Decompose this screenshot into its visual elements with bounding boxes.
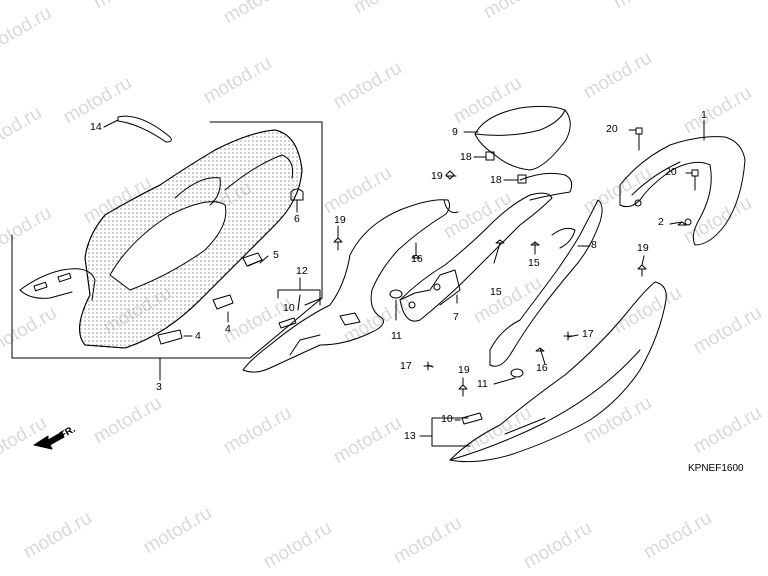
part-label-4: 4 — [195, 330, 201, 342]
part-label-10: 10 — [441, 413, 453, 425]
left-side-cover — [242, 199, 459, 373]
part-label-9: 9 — [452, 126, 458, 138]
rear-center-bracket — [399, 172, 573, 322]
bolt — [333, 127, 699, 397]
rubber-grommet — [389, 289, 524, 378]
part-label-19: 19 — [458, 364, 470, 376]
part-label-2: 2 — [658, 216, 664, 228]
seat-clip — [242, 252, 263, 267]
part-label-13: 13 — [404, 430, 416, 442]
part-label-20: 20 — [606, 123, 618, 135]
part-label-4: 4 — [225, 323, 231, 335]
part-label-15: 15 — [490, 286, 502, 298]
diagram-code: KPNEF1600 — [688, 463, 744, 474]
part-label-7: 7 — [453, 311, 459, 323]
seat-grommet — [290, 188, 304, 201]
part-label-10: 10 — [283, 302, 295, 314]
part-label-16: 16 — [411, 253, 423, 265]
part-label-11: 11 — [391, 330, 402, 342]
clip-nut — [485, 151, 527, 184]
part-label-11: 11 — [477, 378, 488, 390]
part-label-19: 19 — [637, 242, 649, 254]
seat-cushion-rubber — [157, 294, 234, 345]
part-label-17: 17 — [582, 328, 594, 340]
pillion-cowl — [474, 105, 571, 171]
part-label-5: 5 — [273, 249, 279, 261]
part-label-12: 12 — [296, 265, 308, 277]
right-side-cover — [449, 281, 667, 463]
part-label-8: 8 — [591, 239, 597, 251]
part-label-16: 16 — [536, 362, 548, 374]
seat — [19, 129, 303, 349]
seat-group-bracket — [11, 121, 323, 359]
part-label-3: 3 — [156, 381, 162, 393]
grab-rail — [619, 136, 746, 246]
part-label-19: 19 — [334, 214, 346, 226]
part-label-17: 17 — [400, 360, 412, 372]
emblem-plate — [278, 317, 483, 425]
part-label-14: 14 — [90, 121, 102, 133]
part-label-18: 18 — [460, 151, 472, 163]
right-inner-cover — [489, 199, 603, 367]
part-label-20: 20 — [665, 166, 677, 178]
seat-strap — [117, 115, 172, 143]
part-label-18: 18 — [490, 174, 502, 186]
part-label-19: 19 — [431, 170, 443, 182]
part-label-1: 1 — [701, 109, 707, 121]
front-direction-arrow-icon — [33, 431, 65, 450]
part-label-15: 15 — [528, 257, 540, 269]
part-label-6: 6 — [294, 213, 300, 225]
